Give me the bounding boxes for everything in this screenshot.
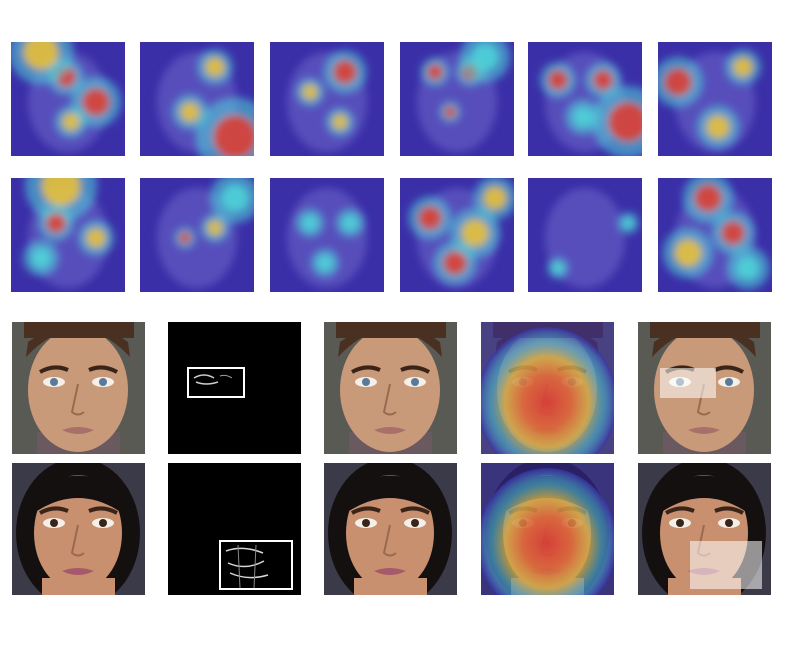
heatmap-tile: [140, 178, 254, 292]
heatmap-tile: [658, 178, 772, 292]
attention-heatmap-panel: [481, 322, 614, 454]
heatmap-tile: [400, 178, 514, 292]
original-face-panel: [12, 322, 145, 454]
occluded-face-panel: [638, 463, 771, 595]
heatmap-tile: [270, 42, 384, 156]
heatmap-tile: [140, 42, 254, 156]
heatmap-tile: [270, 178, 384, 292]
original-face-panel: [12, 463, 145, 595]
heatmap-tile: [400, 42, 514, 156]
difference-mask-panel: [168, 463, 301, 595]
reconstructed-face-panel: [324, 463, 457, 595]
heatmap-tile: [11, 42, 125, 156]
occluded-face-panel: [638, 322, 771, 454]
reconstructed-face-panel: [324, 322, 457, 454]
attention-heatmap-panel: [481, 463, 614, 595]
heatmap-tile: [528, 178, 642, 292]
heatmap-tile: [11, 178, 125, 292]
difference-mask-panel: [168, 322, 301, 454]
heatmap-tile: [658, 42, 772, 156]
heatmap-tile: [528, 42, 642, 156]
